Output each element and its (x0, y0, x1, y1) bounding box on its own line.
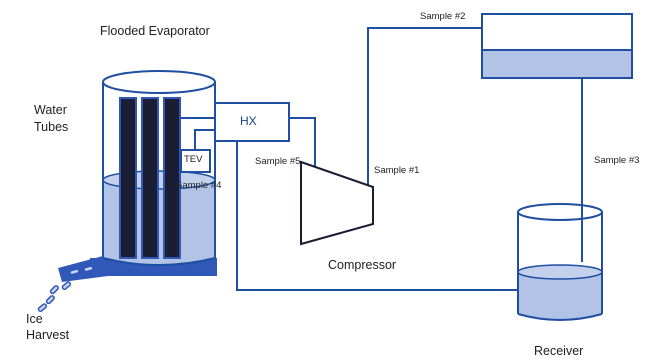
condenser-shell (481, 13, 633, 79)
evaporator-top-rim (102, 70, 216, 94)
ice-piece (83, 265, 94, 273)
compressor-label: Compressor (328, 258, 397, 272)
ice-piece (37, 303, 48, 313)
ice-piece (45, 295, 55, 305)
sample-5-label: Sample #5 (255, 156, 301, 167)
hx-label: HX (240, 114, 257, 128)
evaporator-label: Flooded Evaporator (100, 24, 210, 38)
receiver-top-rim (517, 203, 603, 221)
flooded-evaporator (37, 70, 217, 313)
water-tube-1 (119, 97, 137, 259)
water-tubes-label-line1: Water (34, 103, 67, 117)
tev-box (180, 149, 211, 173)
hx-box (214, 102, 290, 142)
sample-3-label: Sample #3 (594, 155, 640, 166)
refrigerant-piping (169, 27, 583, 291)
ice-piece (61, 281, 72, 291)
ice-piece (69, 268, 80, 276)
water-tube-2 (141, 97, 159, 259)
water-tube-3 (163, 97, 181, 259)
pipe-hx-to-compressor (289, 117, 316, 178)
sample-1-label: Sample #1 (374, 165, 420, 176)
receiver-label: Receiver (534, 344, 584, 358)
receiver (517, 203, 603, 321)
receiver-liquid-surface (517, 264, 603, 280)
pipe-hx-to-tev (194, 129, 215, 150)
water-tubes-label-line2: Tubes (34, 120, 69, 134)
pipe-compressor-to-condenser (367, 27, 482, 188)
ice-harvest-label-line2: Harvest (26, 328, 70, 342)
condenser (481, 13, 633, 79)
tev-label: TEV (184, 154, 203, 165)
ice-harvest-chute (58, 256, 108, 282)
ice-piece (49, 285, 59, 295)
ice-pieces (37, 265, 94, 313)
condenser-liquid (482, 50, 632, 78)
water-tubes (119, 97, 181, 259)
evaporator-bottom-rim (102, 257, 216, 266)
receiver-bottom-rim (517, 313, 603, 321)
compressor (300, 160, 374, 246)
sample-4-label: Sample #4 (176, 180, 222, 191)
sample-2-label: Sample #2 (420, 11, 466, 22)
receiver-liquid (518, 272, 602, 320)
ice-harvest-label-line1: Ice (26, 312, 43, 326)
